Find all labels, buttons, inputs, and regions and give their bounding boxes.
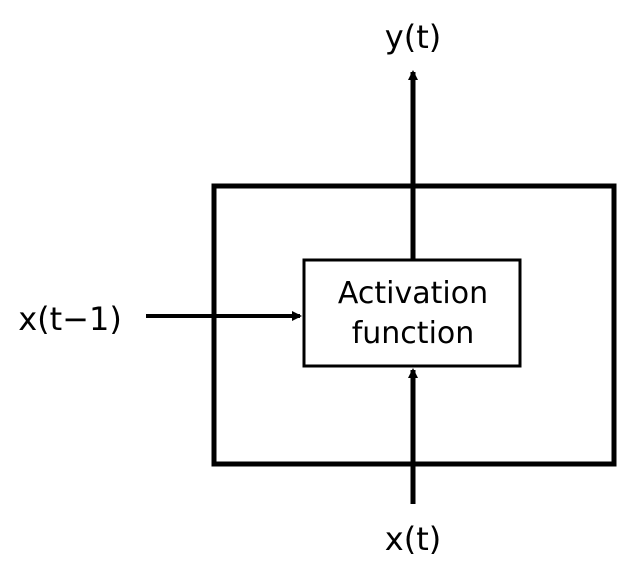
recurrent-input-label: x(t−1) — [18, 300, 122, 338]
activation-function-label-line1: Activation — [338, 276, 488, 311]
output-label: y(t) — [385, 18, 441, 56]
activation-function-label-line2: function — [352, 316, 475, 351]
input-label: x(t) — [385, 520, 441, 558]
